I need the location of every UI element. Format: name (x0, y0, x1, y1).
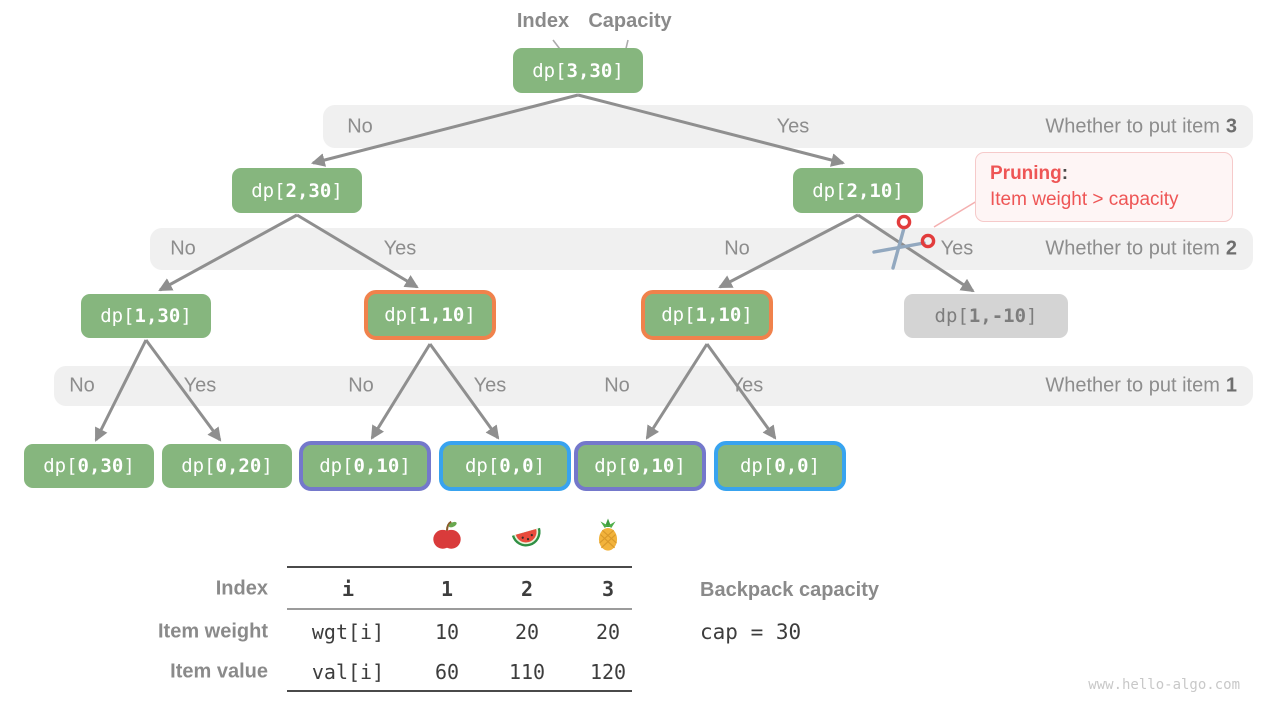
node-state: 1,10 (695, 304, 742, 326)
node-state: 0,30 (77, 455, 124, 477)
branch-label: No (347, 115, 373, 137)
table-cell: 110 (508, 660, 546, 684)
table-header-cell: 1 (440, 577, 454, 601)
pineapple-icon (591, 518, 625, 559)
tree-node-highlight-purple: dp[0,10] (574, 441, 706, 491)
node-state: 2,10 (846, 179, 893, 202)
branch-label: No (348, 374, 374, 397)
table-rule-bottom (287, 690, 632, 692)
node-state: 3,30 (566, 59, 613, 82)
table-header-cell: i (341, 577, 355, 601)
table-row-label: Index (215, 577, 268, 600)
tree-node: dp[1,30] (81, 294, 211, 338)
table-rule-top (287, 566, 632, 568)
item-number: 2 (1225, 237, 1237, 260)
item-number: 3 (1225, 115, 1237, 137)
pruning-title: Pruning (990, 163, 1062, 184)
table-cell: 120 (589, 660, 627, 684)
tree-node: dp[0,20] (162, 444, 292, 488)
tree-node-highlight-orange: dp[1,10] (641, 290, 773, 340)
node-state: 2,30 (285, 179, 332, 202)
table-cell: 20 (595, 620, 621, 644)
watermelon-icon (509, 519, 545, 558)
tree-node-pruned: dp[1,-10] (904, 294, 1068, 338)
pruning-callout: Pruning: Item weight > capacity (975, 152, 1233, 222)
node-state: 0,10 (353, 455, 400, 477)
branch-label: Yes (183, 374, 217, 397)
backpack-capacity-label: Backpack capacity (700, 579, 880, 601)
table-header-cell: 2 (520, 577, 534, 601)
apple-icon (430, 519, 464, 558)
node-state: 0,20 (215, 455, 262, 477)
tree-node: dp[2,30] (232, 168, 362, 213)
table-cell: 60 (434, 660, 460, 684)
branch-label: Yes (473, 374, 507, 397)
table-rule-middle (287, 608, 632, 610)
tree-node: dp[3,30] (513, 48, 643, 93)
watermark: www.hello-algo.com (1088, 677, 1240, 693)
index-label: Index (516, 10, 570, 32)
node-state: 0,0 (774, 455, 809, 477)
capacity-label: Capacity (588, 10, 672, 32)
tree-node: dp[0,30] (24, 444, 154, 488)
table-header-cell: 3 (601, 577, 615, 601)
backpack-capacity-value: cap = 30 (700, 620, 802, 644)
tree-node-highlight-blue: dp[0,0] (439, 441, 571, 491)
pruning-detail: Item weight > capacity (990, 189, 1179, 210)
branch-label: No (69, 374, 95, 397)
table-row-label: Item weight (157, 620, 268, 643)
node-state: 0,0 (499, 455, 534, 477)
branch-label: Yes (776, 115, 810, 137)
item-number: 1 (1225, 374, 1237, 397)
table-cell: wgt[i] (311, 620, 385, 644)
tree-node-highlight-orange: dp[1,10] (364, 290, 496, 340)
pruning-callout-line (933, 200, 978, 228)
node-state: 1,30 (134, 305, 181, 327)
table-cell: 10 (434, 620, 460, 644)
table-row-label: Item value (170, 660, 268, 683)
node-state: 1,10 (418, 304, 465, 326)
tree-node-highlight-blue: dp[0,0] (714, 441, 846, 491)
branch-label: No (724, 237, 750, 260)
tree-node-highlight-purple: dp[0,10] (299, 441, 431, 491)
tree-node: dp[2,10] (793, 168, 923, 213)
table-cell: 20 (514, 620, 540, 644)
node-state: 0,10 (628, 455, 675, 477)
branch-label: No (604, 374, 630, 397)
decision-band-item-1: No Yes No Yes No Yes Whether to put item… (54, 366, 1253, 406)
branch-label: Yes (730, 374, 764, 397)
branch-label: Yes (383, 237, 417, 260)
node-state: 1,-10 (968, 305, 1027, 327)
table-cell: val[i] (311, 660, 385, 684)
branch-label: Yes (940, 237, 974, 260)
branch-label: No (170, 237, 196, 260)
